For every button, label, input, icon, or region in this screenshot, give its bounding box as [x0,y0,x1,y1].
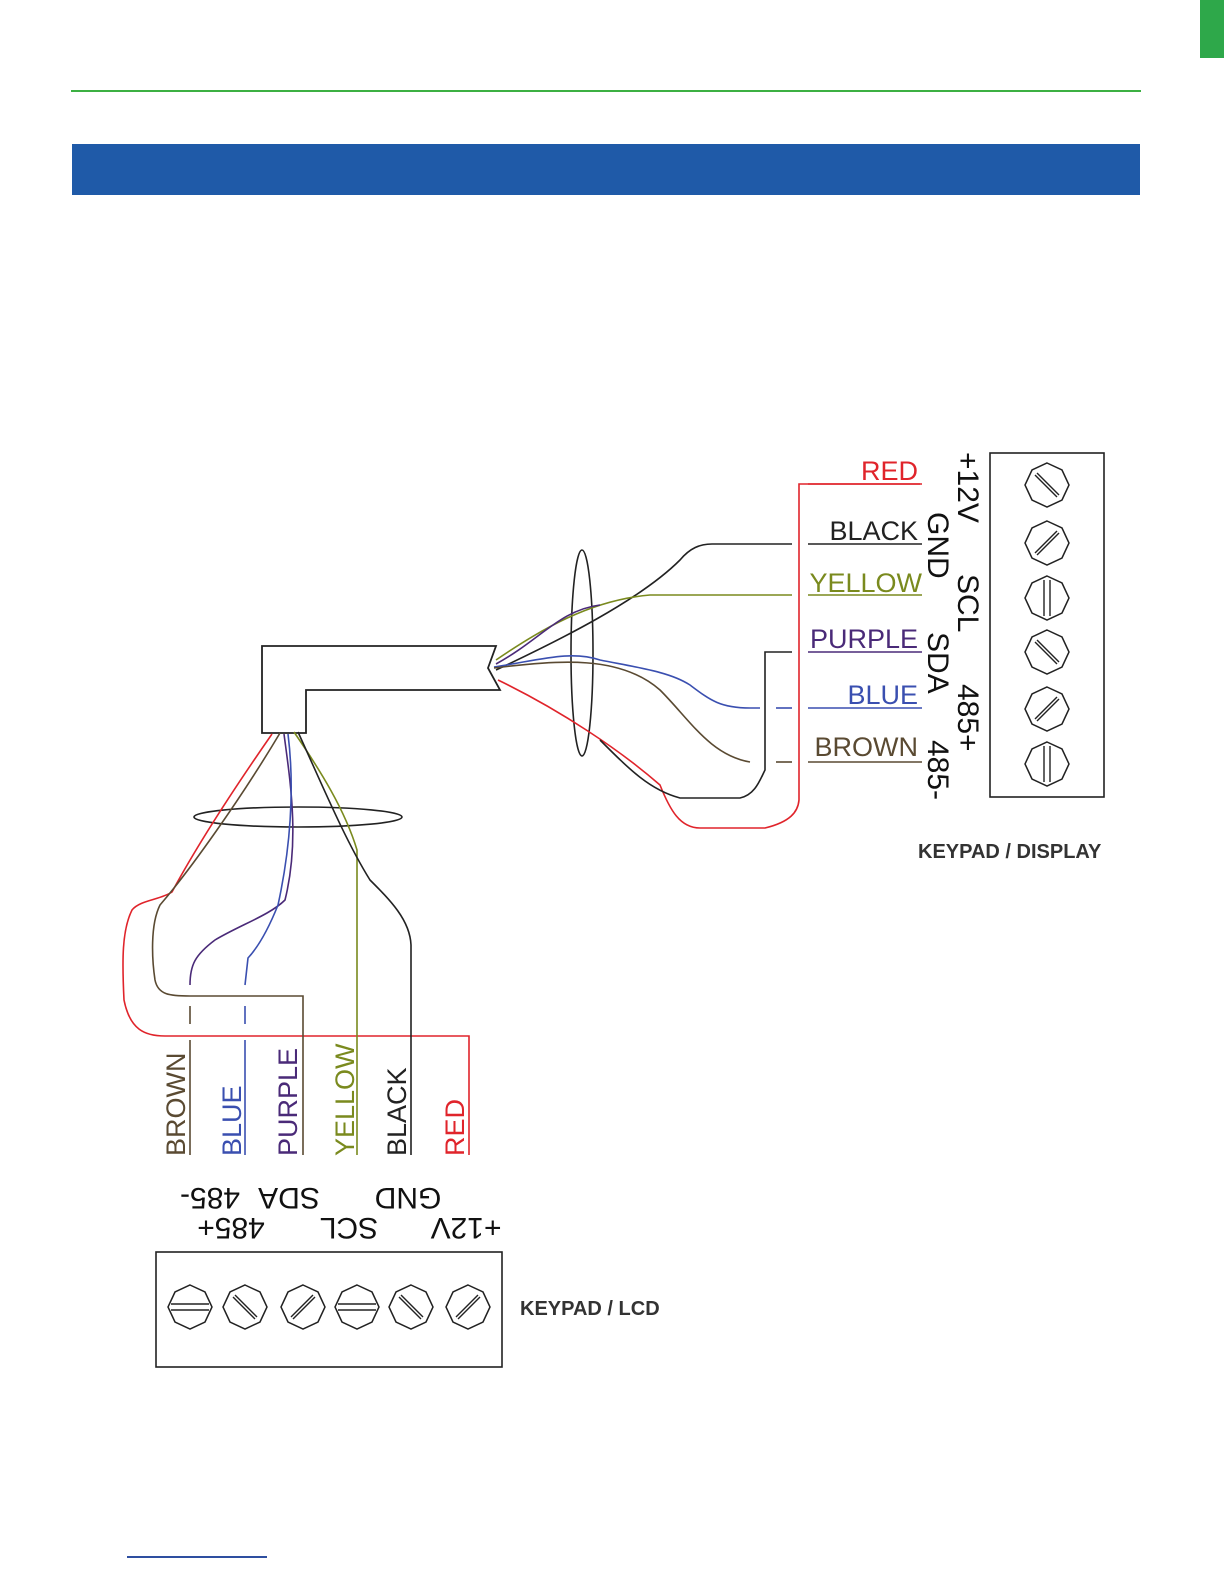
display-terminal-12v: +12V [951,452,984,523]
wire-purple-display [496,605,600,664]
lcd-terminal-12v: +12V [431,1211,502,1244]
lcd-wire-label-red: RED [440,1099,470,1156]
lcd-wire-label-brown: BROWN [161,1053,191,1157]
wire-purple-lcd [190,734,293,985]
lcd-wire-label-yellow: YELLOW [330,1043,360,1156]
wire-yellow-display [496,595,792,660]
display-wire-label-red: RED [861,456,918,486]
display-wire-label-purple: PURPLE [810,624,918,654]
display-terminal-gnd: GND [921,512,954,579]
wire-purple-return [600,652,792,798]
display-wire-label-yellow: YELLOW [809,568,922,598]
display-wire-label-blue: BLUE [847,680,918,710]
lcd-terminal-485p: 485+ [197,1211,265,1244]
wire-blue-lcd [245,734,291,985]
display-terminal-sda: SDA [921,632,954,694]
lcd-terminal-scl: SCL [320,1211,378,1244]
lcd-wire-label-blue: BLUE [217,1085,247,1156]
lcd-caption: KEYPAD / LCD [520,1298,660,1320]
lcd-terminal-gnd: GND [375,1181,442,1214]
display-caption: KEYPAD / DISPLAY [918,841,1102,863]
display-terminal-scl: SCL [951,574,984,632]
display-terminal-485m: 485- [921,740,954,800]
lcd-wire-label-purple: PURPLE [273,1048,303,1156]
cable-jacket [262,646,500,733]
lcd-terminal-485m: 485- [180,1181,240,1214]
lcd-wire-label-black: BLACK [382,1067,412,1156]
display-wire-label-brown: BROWN [815,732,919,762]
display-terminal-485p: 485+ [951,684,984,752]
shield-ring-right [571,550,593,756]
wire-brown-display [494,662,750,762]
lcd-terminal-sda: SDA [258,1181,320,1214]
display-wire-label-black: BLACK [829,516,918,546]
wire-black-display [496,544,792,670]
